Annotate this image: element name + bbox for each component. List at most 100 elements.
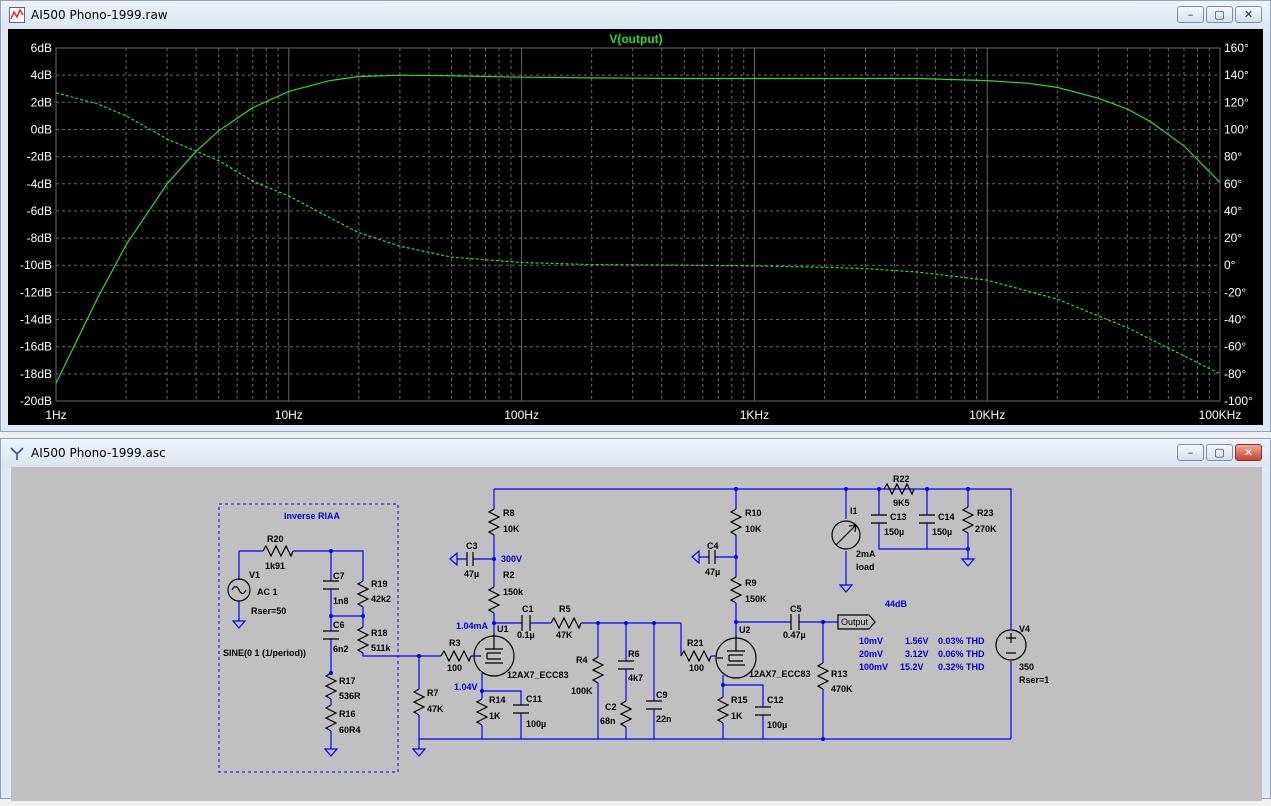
label-r10-value: 10K: [745, 524, 762, 534]
label-r20-value: 1k91: [265, 561, 285, 571]
label-r20-ref: R20: [267, 534, 284, 544]
label-c12-value: 100µ: [767, 720, 787, 730]
resistor-r7[interactable]: [412, 688, 426, 716]
resistor-r16[interactable]: [324, 704, 338, 732]
restore-icon: ▢: [1214, 446, 1225, 459]
label-r4-value: 100K: [571, 686, 593, 696]
capacitor-c14[interactable]: [919, 514, 935, 524]
thd-row-1-output: 1.56V: [905, 636, 929, 646]
label-r23-ref: R23: [977, 508, 994, 518]
capacitor-c6[interactable]: [323, 630, 339, 640]
restore-icon: ▢: [1214, 8, 1225, 21]
thd-row-1-input: 10mV: [859, 636, 883, 646]
label-u1-ref: U1: [497, 624, 509, 634]
capacitor-c5[interactable]: [790, 614, 800, 630]
y-right-tick-label: 100°: [1224, 122, 1249, 136]
magnitude-trace[interactable]: [55, 74, 1221, 384]
capacitor-c7[interactable]: [323, 580, 339, 590]
label-r21-value: 100: [689, 663, 704, 673]
resistor-r19[interactable]: [356, 580, 370, 608]
y-right-tick-label: 160°: [1224, 41, 1249, 55]
minimize-icon: –: [1187, 446, 1194, 459]
resistor-r18[interactable]: [356, 626, 370, 654]
resistor-r17[interactable]: [324, 672, 338, 700]
thd-row-2-input: 20mV: [859, 649, 883, 659]
label-r4-ref: R4: [576, 655, 588, 665]
capacitor-c1[interactable]: [521, 615, 531, 631]
resistor-r20[interactable]: [262, 544, 294, 558]
sine-directive[interactable]: SINE(0 1 (1/period)): [223, 648, 306, 658]
label-r18-value: 511k: [371, 643, 392, 653]
label-r2-ref: R2: [503, 570, 515, 580]
label-r15-ref: R15: [731, 695, 748, 705]
resistor-r22[interactable]: [883, 482, 915, 496]
output-net-label[interactable]: Output: [837, 614, 876, 630]
capacitor-c13[interactable]: [871, 514, 887, 524]
schematic-window-titlebar[interactable]: AI500 Phono-1999.asc – ▢ ✕: [1, 439, 1270, 467]
resistor-r3[interactable]: [440, 649, 472, 663]
label-c4-ref: C4: [707, 541, 719, 551]
y-right-tick-label: 20°: [1224, 231, 1242, 245]
schematic-canvas[interactable]: .w { stroke:#0000ff; stroke-width:1.2; f…: [11, 467, 1262, 801]
y-left-tick-label: 4dB: [31, 68, 52, 82]
label-c6-value: 6n2: [333, 644, 349, 654]
label-c3-ref: C3: [466, 541, 478, 551]
resistor-r9[interactable]: [729, 576, 743, 604]
schematic-window[interactable]: AI500 Phono-1999.asc – ▢ ✕ .w { stroke:#…: [0, 438, 1271, 801]
y-right-tick-label: 60°: [1224, 177, 1242, 191]
label-r9-value: 150K: [745, 594, 767, 604]
label-i1-value: 2mA: [856, 549, 876, 559]
plot-window-titlebar[interactable]: AI500 Phono-1999.raw – ▢ ✕: [1, 1, 1270, 29]
capacitor-c2[interactable]: [618, 660, 634, 670]
close-button[interactable]: ✕: [1235, 6, 1262, 23]
resistor-r13[interactable]: [816, 662, 830, 690]
label-c13-value: 150µ: [884, 527, 904, 537]
label-c14-ref: C14: [938, 512, 955, 522]
triode-u1[interactable]: [473, 633, 515, 677]
restore-button[interactable]: ▢: [1206, 6, 1233, 23]
resistor-r2[interactable]: [487, 586, 501, 614]
x-tick-label: 10Hz: [275, 408, 303, 422]
y-left-tick-label: -10dB: [20, 258, 52, 272]
capacitor-c9[interactable]: [646, 700, 662, 710]
schematic-drawing[interactable]: .w { stroke:#0000ff; stroke-width:1.2; f…: [11, 467, 1262, 801]
capacitor-c4[interactable]: [708, 550, 716, 564]
resistor-r15[interactable]: [716, 696, 730, 724]
y-right-tick-label: -20°: [1224, 285, 1246, 299]
restore-button[interactable]: ▢: [1206, 444, 1233, 461]
capacitor-c12[interactable]: [755, 706, 771, 716]
resistor-r5[interactable]: [550, 616, 582, 630]
resistor-r8[interactable]: [487, 508, 501, 536]
minimize-button[interactable]: –: [1177, 6, 1204, 23]
triode-u2[interactable]: [715, 635, 757, 679]
resistor-r23[interactable]: [961, 506, 975, 534]
label-u2-ref: U2: [739, 625, 751, 635]
resistor-r14[interactable]: [475, 698, 489, 726]
y-left-tick-label: -2dB: [27, 150, 52, 164]
current-source-i1[interactable]: [831, 520, 861, 550]
resistor-r10[interactable]: [729, 508, 743, 536]
ac-source-v1[interactable]: [227, 578, 251, 602]
capacitor-c3[interactable]: [466, 552, 474, 566]
resistor-r21[interactable]: [680, 649, 712, 663]
label-c7-ref: C7: [333, 571, 345, 581]
label-r7-value: 47K: [427, 704, 444, 714]
minimize-button[interactable]: –: [1177, 444, 1204, 461]
label-c13-ref: C13: [890, 512, 907, 522]
label-c11-ref: C11: [526, 694, 542, 704]
capacitor-c11[interactable]: [513, 704, 529, 714]
phase-trace[interactable]: [55, 92, 1221, 375]
label-r17-value: 536R: [339, 691, 361, 701]
label-c12-ref: C12: [767, 695, 784, 705]
thd-row-3-thd: 0.32% THD: [938, 662, 985, 672]
label-u1-value: 12AX7_ECC83: [507, 670, 569, 680]
resistor-r4[interactable]: [591, 656, 605, 684]
resistor-r6[interactable]: [619, 700, 633, 728]
close-button[interactable]: ✕: [1235, 444, 1262, 461]
dc-source-v4[interactable]: [995, 629, 1027, 661]
label-v1-value: AC 1: [257, 587, 278, 597]
label-r7-ref: R7: [427, 688, 439, 698]
